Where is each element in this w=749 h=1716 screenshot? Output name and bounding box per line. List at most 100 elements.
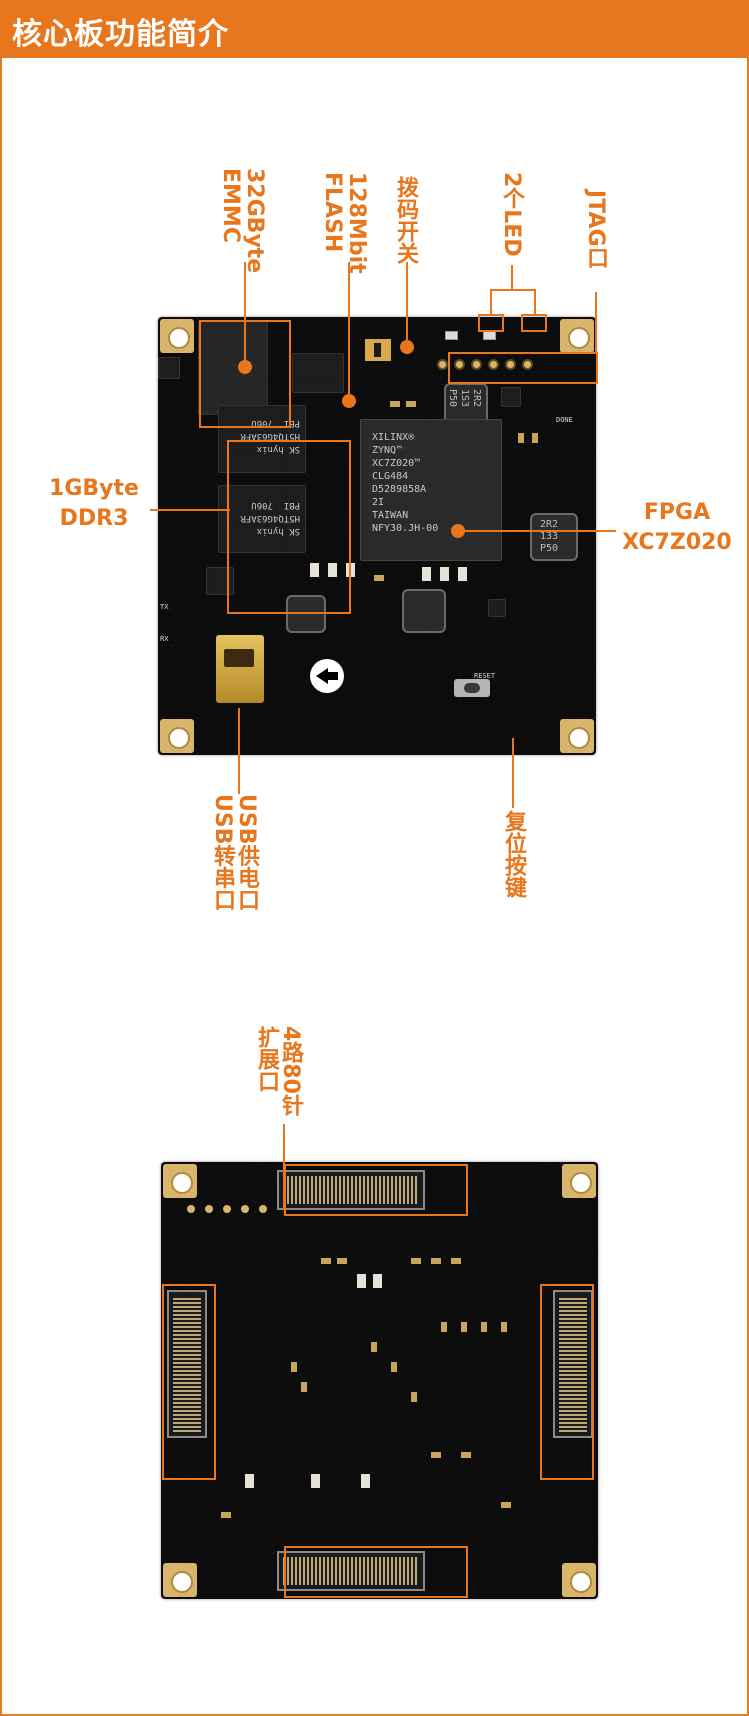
resistor xyxy=(221,1512,231,1518)
small-ic xyxy=(501,387,521,407)
capacitor xyxy=(361,1474,370,1488)
capacitor xyxy=(373,1274,382,1288)
emmc-leader-line xyxy=(244,262,246,366)
jtag-pin xyxy=(437,359,448,370)
jtag-label: JTAG口 xyxy=(583,190,608,269)
fpga-label: FPGA XC7Z020 xyxy=(622,500,732,555)
capacitor xyxy=(357,1274,366,1288)
flash-chip xyxy=(292,353,344,393)
test-point xyxy=(205,1205,213,1213)
capacitor xyxy=(458,567,467,581)
led-2 xyxy=(483,331,496,340)
expansion-leader-line xyxy=(283,1124,285,1210)
resistor xyxy=(518,433,524,443)
emmc-label: 32GByte EMMC xyxy=(218,168,267,274)
resistor xyxy=(461,1452,471,1458)
resistor xyxy=(301,1382,307,1392)
small-ic xyxy=(488,599,506,617)
fpga-leader-line xyxy=(458,530,616,532)
expansion-label: 4路80针 扩展口 xyxy=(254,1026,303,1116)
resistor xyxy=(371,1342,377,1352)
silkscreen-reset: RESET xyxy=(474,672,496,680)
capacitor xyxy=(311,1474,320,1488)
arrow-left-icon xyxy=(310,659,344,693)
expansion-highlight-right xyxy=(540,1284,594,1480)
mounting-hole-top-right xyxy=(562,1164,596,1198)
expansion-highlight-top xyxy=(284,1164,468,1216)
mounting-hole-bottom-left xyxy=(160,719,194,753)
silkscreen-tx: TX xyxy=(160,603,169,611)
mounting-hole-bottom-right xyxy=(562,1563,596,1597)
flash-dot xyxy=(342,394,356,408)
resistor xyxy=(411,1258,421,1264)
resistor xyxy=(291,1362,297,1372)
led-leader-right xyxy=(534,289,536,315)
resistor xyxy=(391,1362,397,1372)
core-board-back-image xyxy=(161,1162,598,1599)
resistor xyxy=(411,1392,417,1402)
resistor xyxy=(501,1502,511,1508)
reset-leader-line xyxy=(512,738,514,808)
mounting-hole-top-left xyxy=(163,1164,197,1198)
capacitor xyxy=(440,567,449,581)
silkscreen-done: DONE xyxy=(556,416,573,424)
mounting-hole-bottom-left xyxy=(163,1563,197,1597)
resistor xyxy=(461,1322,467,1332)
dip-leader-line xyxy=(406,262,408,346)
fpga-dot xyxy=(451,524,465,538)
fpga-chip-marking: XILINX® ZYNQ™ XC7Z020™ CLG484 D5289858A … xyxy=(372,432,439,534)
test-point xyxy=(259,1205,267,1213)
resistor xyxy=(501,1322,507,1332)
page-title: 核心板功能简介 xyxy=(12,17,229,52)
inductor-marking: 2R2 1S3 P50 xyxy=(447,389,482,408)
led-2-highlight xyxy=(521,314,547,332)
test-point xyxy=(223,1205,231,1213)
reset-button-part xyxy=(454,679,490,697)
resistor xyxy=(337,1258,347,1264)
resistor xyxy=(390,401,400,407)
test-point xyxy=(241,1205,249,1213)
reset-button-label: 复位按键 xyxy=(501,810,526,898)
resistor xyxy=(406,401,416,407)
led-leader-stem xyxy=(511,265,513,289)
dip-dot xyxy=(400,340,414,354)
resistor xyxy=(481,1322,487,1332)
inductor-marking: 2R2 133 P50 xyxy=(540,519,559,554)
mini-usb-connector xyxy=(216,635,264,703)
ddr3-leader-line xyxy=(150,509,230,511)
dip-switch xyxy=(365,339,391,361)
resistor xyxy=(431,1258,441,1264)
jtag-highlight-box xyxy=(448,352,598,384)
capacitor xyxy=(245,1474,254,1488)
expansion-highlight-left xyxy=(162,1284,216,1480)
usb-leader-line xyxy=(238,708,240,794)
mounting-hole-top-right xyxy=(560,319,594,353)
leds-label: 2个LED xyxy=(499,172,524,257)
resistor xyxy=(374,575,384,581)
fpga-chip xyxy=(360,419,502,561)
flash-leader-line xyxy=(348,262,350,400)
inductor xyxy=(402,589,446,633)
resistor xyxy=(532,433,538,443)
ddr3-highlight-box xyxy=(227,440,351,614)
resistor xyxy=(441,1322,447,1332)
ddr3-label: 1GByte DDR3 xyxy=(49,476,139,531)
emmc-dot xyxy=(238,360,252,374)
resistor xyxy=(451,1258,461,1264)
dip-switch-label: 拨码开关 xyxy=(393,176,418,264)
capacitor xyxy=(422,567,431,581)
usb-label: USB供电口 USB转串口 xyxy=(210,794,259,911)
core-board-front-image: 2R2 1S3 P50 DONE SK hynix H5TQ4G63AFR PB… xyxy=(158,317,596,755)
test-point xyxy=(187,1205,195,1213)
led-1 xyxy=(445,331,458,340)
led-leader-bar xyxy=(490,289,536,291)
header-bar: 核心板功能简介 xyxy=(0,0,749,58)
inductor xyxy=(530,513,578,561)
resistor xyxy=(431,1452,441,1458)
led-leader-left xyxy=(490,289,492,315)
expansion-highlight-bottom xyxy=(284,1546,468,1598)
inductor xyxy=(444,383,488,427)
jtag-leader-line xyxy=(595,292,597,354)
flash-label: 128Mbit FLASH xyxy=(320,172,369,274)
